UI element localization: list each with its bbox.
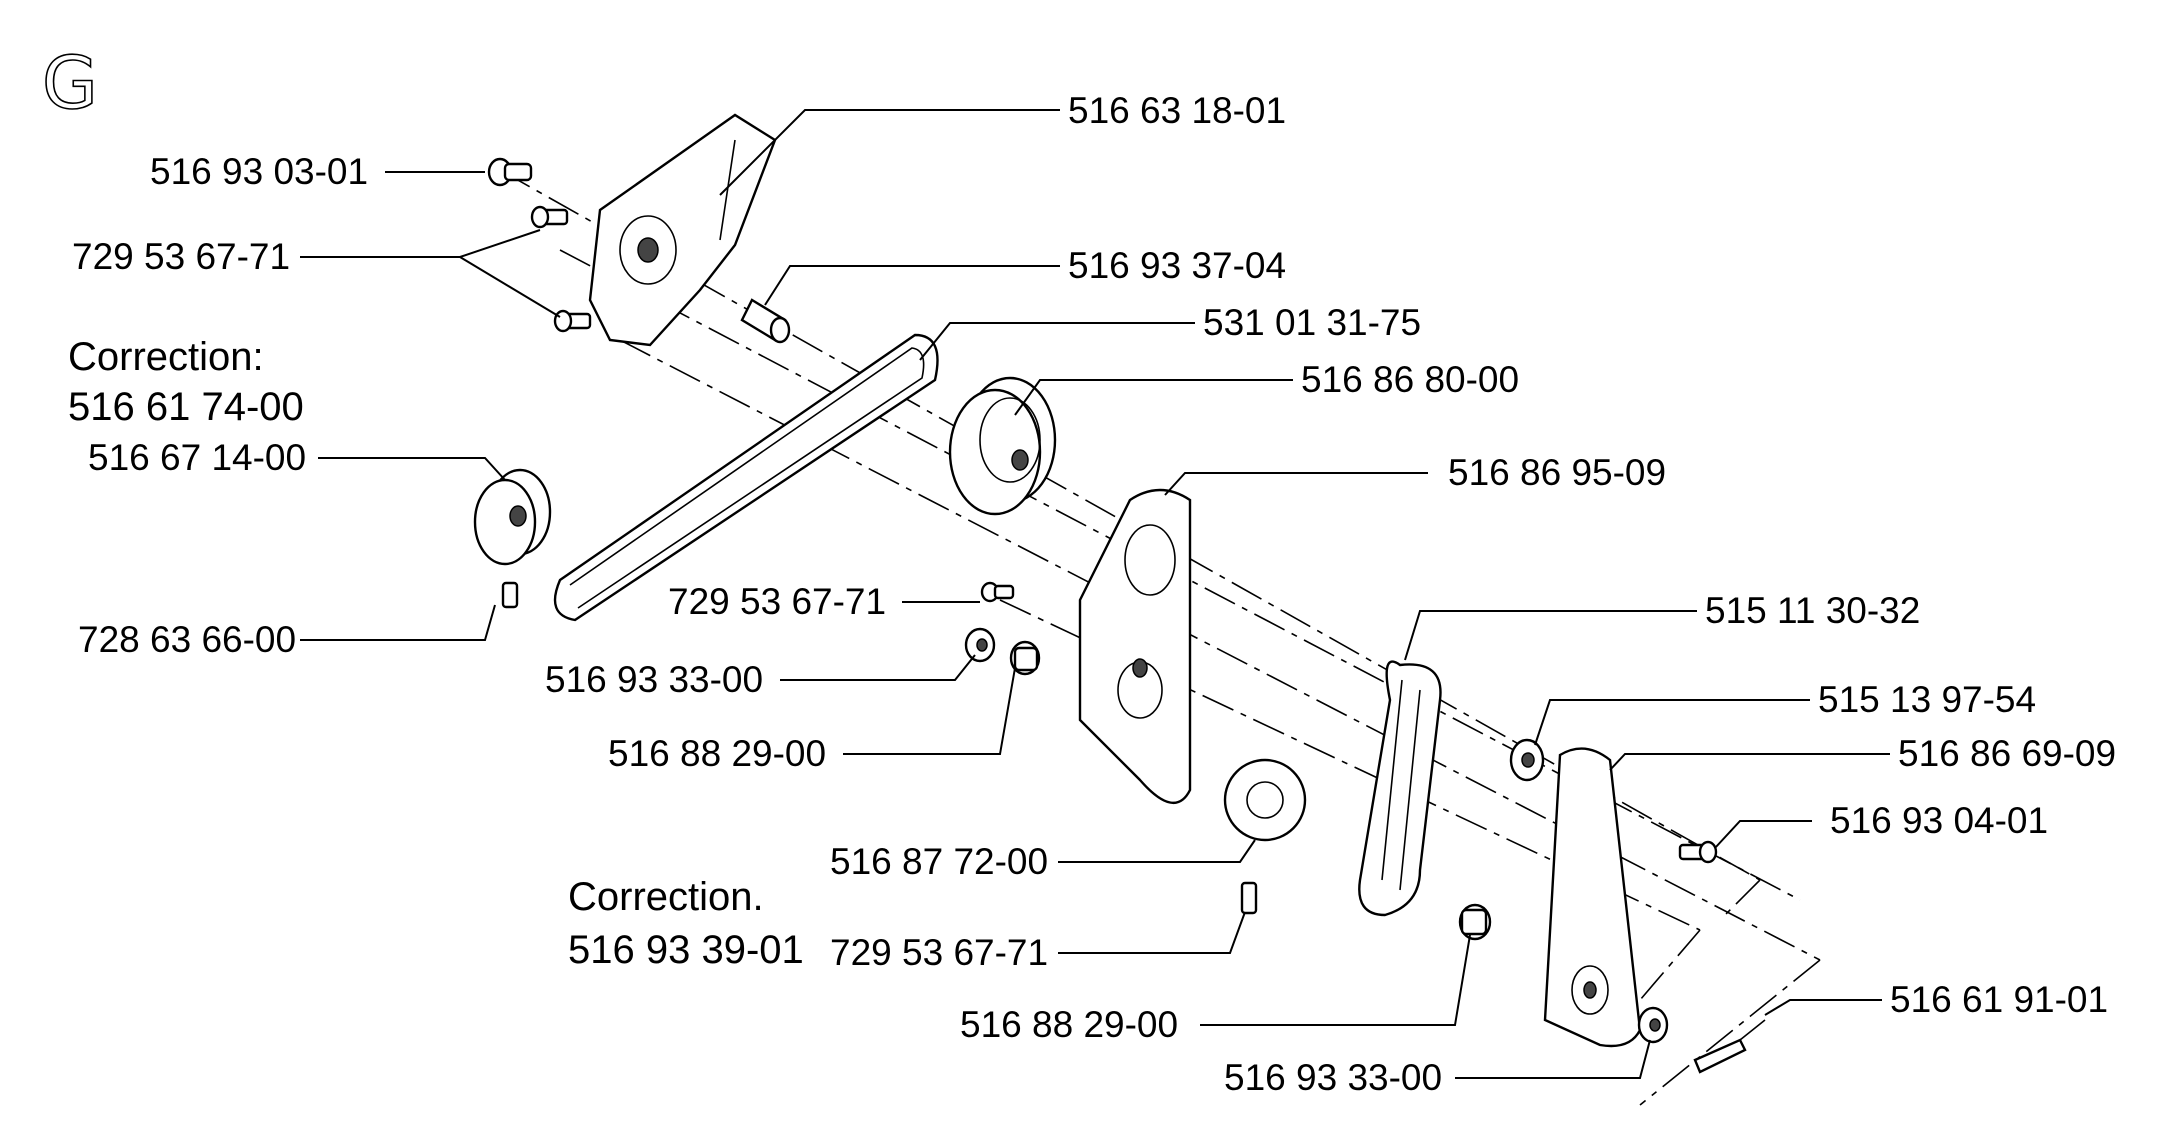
set-screw	[501, 581, 519, 609]
part-labels: 516 63 18-01 516 93 03-01 729 53 67-71 5…	[72, 90, 2116, 1098]
chain-case	[1078, 488, 1192, 805]
drive-pulley	[948, 376, 1057, 516]
label-516-93-37-04: 516 93 37-04	[1068, 245, 1286, 286]
washer-515-13-97-54	[1509, 738, 1545, 782]
bushing-right	[1458, 903, 1492, 941]
label-729-53-67-71-bottom: 729 53 67-71	[830, 932, 1048, 973]
drive-chain	[1358, 660, 1442, 917]
label-516-88-29-00-left: 516 88 29-00	[608, 733, 826, 774]
case-screw	[980, 581, 1015, 603]
label-516-93-04-01: 516 93 04-01	[1830, 800, 2048, 841]
label-516-86-80-00: 516 86 80-00	[1301, 359, 1519, 400]
chain-cover	[1543, 747, 1642, 1048]
label-516-93-33-00-bottom: 516 93 33-00	[1224, 1057, 1442, 1098]
sprocket	[1223, 758, 1307, 842]
correction-heading-1: Correction:	[68, 335, 264, 379]
correction-notes: Correction: 516 61 74-00 Correction. 516…	[68, 335, 804, 972]
label-516-63-18-01: 516 63 18-01	[1068, 90, 1286, 131]
upper-belt-guard	[588, 113, 777, 347]
label-515-13-97-54: 515 13 97-54	[1818, 679, 2036, 720]
label-729-53-67-71-top: 729 53 67-71	[72, 236, 290, 277]
tension-spring	[1693, 1019, 1766, 1074]
spacer-sleeve	[740, 298, 791, 344]
sprocket-screw	[1240, 881, 1258, 915]
correction-number-2: 516 93 39-01	[568, 928, 804, 972]
label-516-87-72-00: 516 87 72-00	[830, 841, 1048, 882]
washer-bottom	[1637, 1006, 1669, 1044]
label-516-93-03-01: 516 93 03-01	[150, 151, 368, 192]
correction-heading-2: Correction.	[568, 875, 764, 919]
leader-lines	[300, 109, 1890, 1079]
section-letter: G	[42, 41, 98, 125]
guard-bolts	[530, 205, 592, 333]
label-516-86-95-09: 516 86 95-09	[1448, 452, 1666, 493]
correction-number-1: 516 61 74-00	[68, 385, 304, 429]
washer-left	[964, 627, 996, 663]
label-516-86-69-09: 516 86 69-09	[1898, 733, 2116, 774]
v-belt	[553, 333, 939, 622]
cover-screw	[1678, 840, 1718, 864]
label-728-63-66-00: 728 63 66-00	[78, 619, 296, 660]
label-516-67-14-00: 516 67 14-00	[88, 437, 306, 478]
bushing-left	[1009, 640, 1041, 676]
label-729-53-67-71-mid: 729 53 67-71	[668, 581, 886, 622]
label-516-88-29-00-right: 516 88 29-00	[960, 1004, 1178, 1045]
top-screw	[487, 157, 533, 187]
label-516-93-33-00-left: 516 93 33-00	[545, 659, 763, 700]
idler-pulley	[473, 468, 552, 566]
label-516-61-91-01: 516 61 91-01	[1890, 979, 2108, 1020]
label-531-01-31-75: 531 01 31-75	[1203, 302, 1421, 343]
label-515-11-30-32: 515 11 30-32	[1705, 590, 1920, 631]
